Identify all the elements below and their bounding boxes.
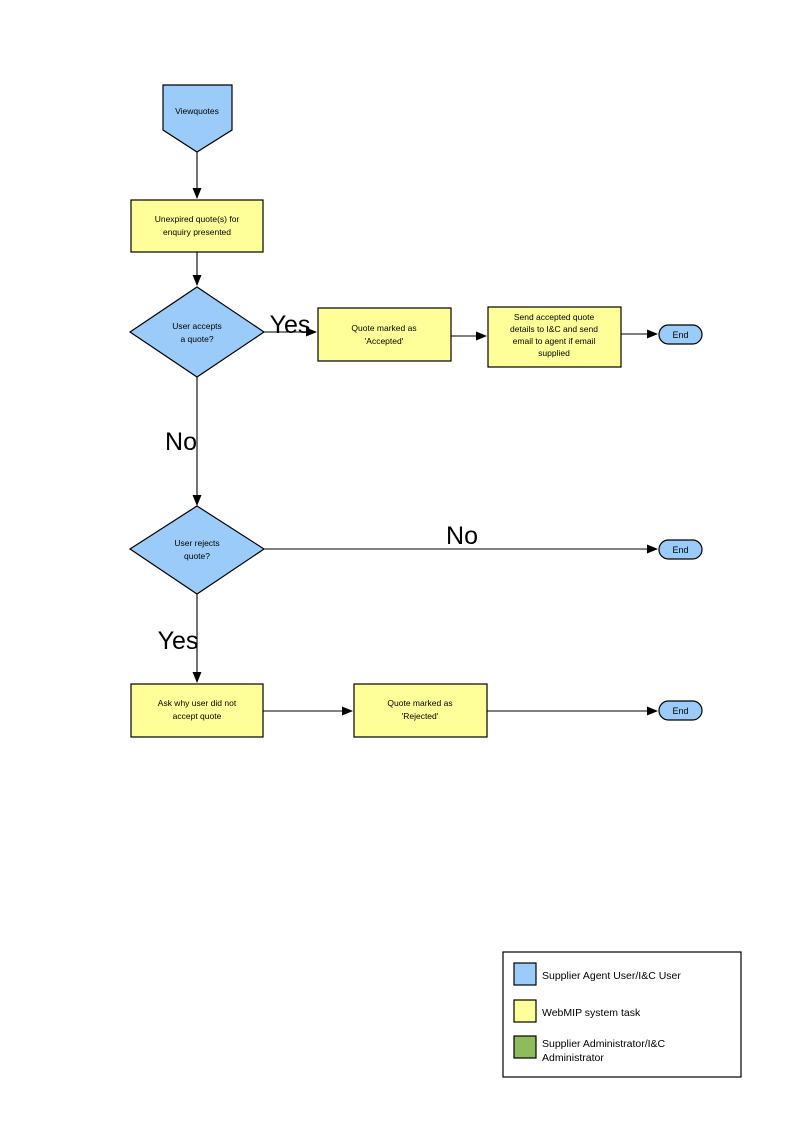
quote-accepted-label-line1: Quote marked as [351,323,416,333]
end-middle-shape [658,539,703,560]
legend-label-admin-role-line1: Supplier Administrator/I&C [542,1038,666,1050]
legend-label-admin-role-line2: Administrator [542,1052,604,1064]
start-shape [162,84,233,153]
legend-swatch-admin-role [513,1035,537,1059]
ask-why-label-line2: accept quote [173,711,222,721]
send-details-shape [487,306,622,368]
end-middle-label: End [672,545,688,555]
send-details-label-line2: details to I&C and send [510,324,598,334]
ask-why-shape [130,683,264,738]
quote-accepted-shape [317,307,452,362]
start-label: Viewquotes [175,106,219,116]
unexpired-label-line2: enquiry presented [163,227,231,237]
decision-reject-label-line1: User rejects [174,538,219,548]
node-quote-rejected[interactable]: Quote marked as 'Rejected' [353,683,488,738]
send-details-label-line4: supplied [538,348,570,358]
branch-label-reject-no: No [446,522,478,550]
decision-accept-label-line2: a quote? [180,334,213,344]
end-bottom-label: End [672,706,688,716]
decision-reject-shape [128,505,266,595]
node-decision-user-rejects[interactable]: User rejects quote? [128,505,266,595]
legend-item-supplier-administrator: Supplier Administrator/I&C Administrator [513,1035,666,1064]
end-bottom-shape [658,700,703,721]
unexpired-label-line1: Unexpired quote(s) for [155,214,240,224]
decision-accept-label-line1: User accepts [172,321,222,331]
legend-swatch-system-task [513,999,537,1023]
unexpired-shape [130,199,264,253]
legend-item-supplier-agent-user: Supplier Agent User/I&C User [513,962,681,986]
end-top-label: End [672,330,688,340]
send-details-label-line1: Send accepted quote [514,312,595,322]
ask-why-label-line1: Ask why user did not [158,698,237,708]
legend-item-webmip-system-task: WebMIP system task [513,999,641,1023]
legend-label-user-role: Supplier Agent User/I&C User [542,970,681,982]
node-quote-accepted[interactable]: Quote marked as 'Accepted' [317,307,452,362]
end-top-shape [658,324,703,345]
node-end-top[interactable]: End [658,324,703,345]
branch-label-accept-no: No [165,428,197,456]
legend-swatch-user-role [513,962,537,986]
node-ask-why[interactable]: Ask why user did not accept quote [130,683,264,738]
quote-accepted-label-line2: 'Accepted' [365,336,404,346]
node-unexpired-quotes[interactable]: Unexpired quote(s) for enquiry presented [130,199,264,253]
node-send-accepted-details[interactable]: Send accepted quote details to I&C and s… [487,306,622,368]
node-end-middle[interactable]: End [658,539,703,560]
quote-rejected-shape [353,683,488,738]
quote-rejected-label-line1: Quote marked as [387,698,452,708]
node-end-bottom[interactable]: End [658,700,703,721]
legend: Supplier Agent User/I&C User WebMIP syst… [502,951,742,1078]
branch-label-accept-yes: Yes [270,311,311,339]
decision-accept-shape [128,286,266,378]
legend-frame [502,951,742,1078]
branch-label-reject-yes: Yes [158,627,199,655]
legend-label-system-task: WebMIP system task [542,1007,641,1019]
quote-rejected-label-line2: 'Rejected' [402,711,439,721]
node-decision-user-accepts[interactable]: User accepts a quote? [128,286,266,378]
node-start[interactable]: Viewquotes [162,84,233,153]
decision-reject-label-line2: quote? [184,551,210,561]
send-details-label-line3: email to agent if email [513,336,596,346]
